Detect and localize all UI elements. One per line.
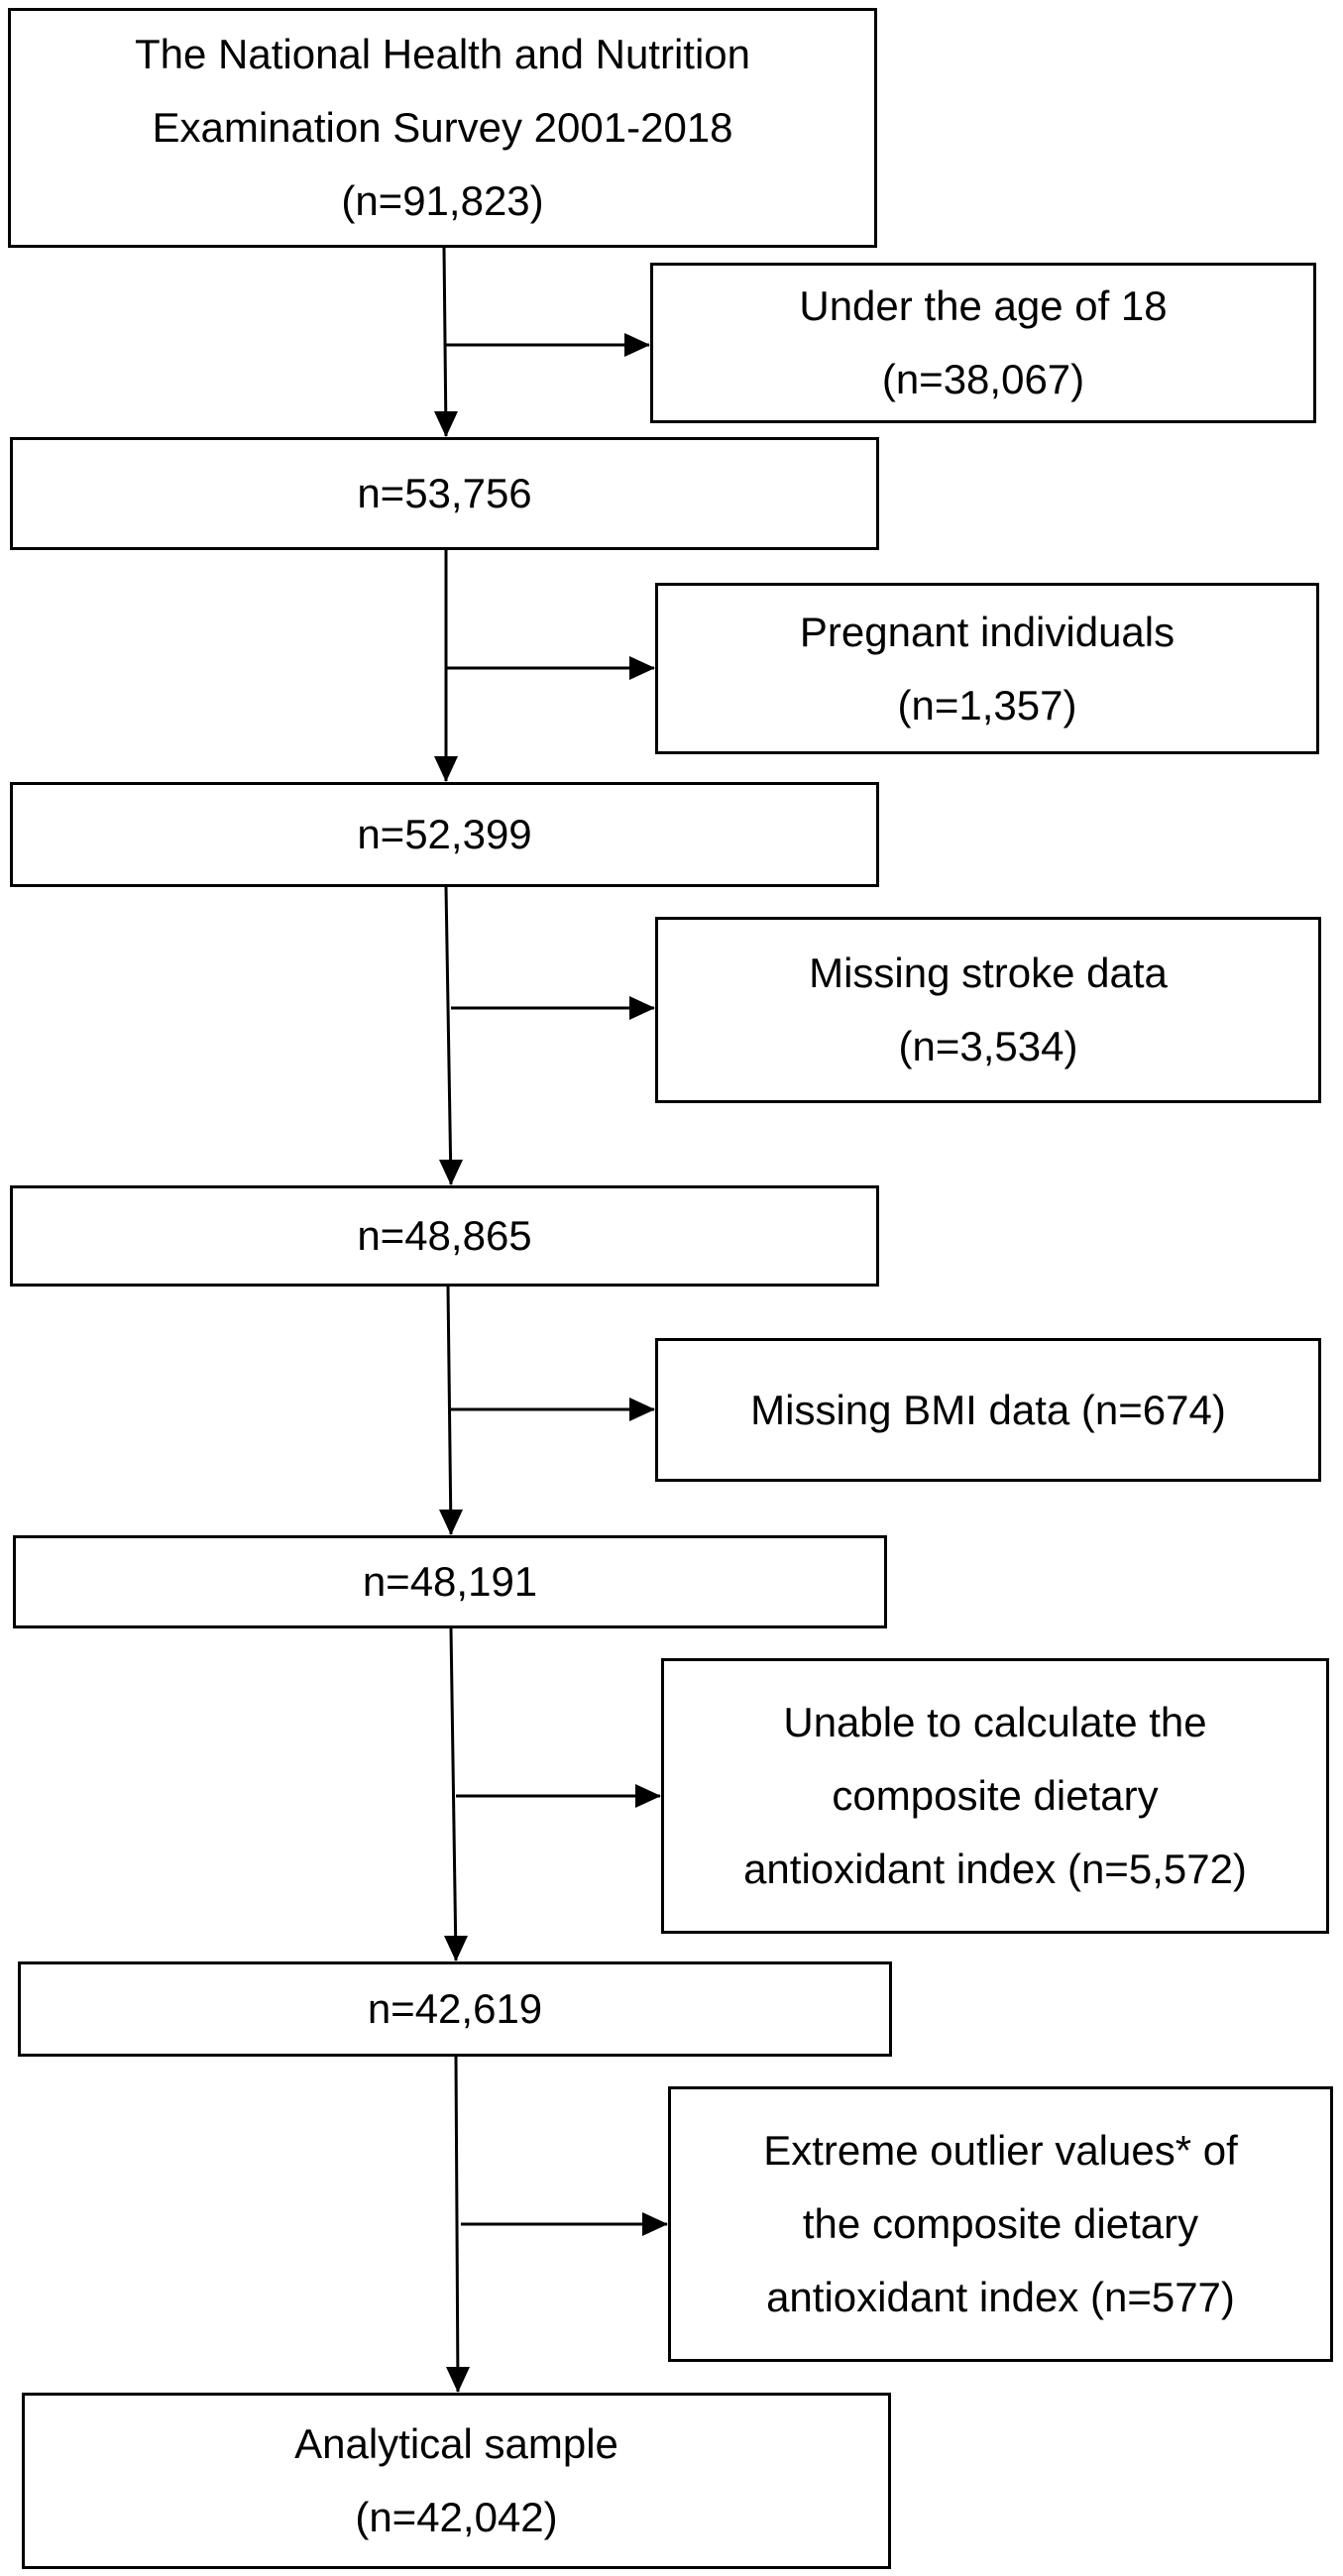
box-text-line: (n=3,534) [898,1023,1078,1069]
arrowhead-down-5 [444,1936,468,1961]
box-text-line: Unable to calculate the [783,1699,1207,1745]
step1-box: n=53,756 [10,437,879,550]
step4-box: n=48,191 [13,1535,887,1628]
arrowhead-down-2 [434,756,458,782]
box-text-line: Pregnant individuals [799,608,1175,655]
exclusion-box-stroke: Missing stroke data (n=3,534) [655,917,1321,1103]
arrowhead-right-age [624,333,650,357]
arrowhead-down-3 [439,1160,463,1185]
arrowhead-right-outlier [642,2212,668,2236]
step2-box: n=52,399 [10,782,879,887]
trunk-arrow-3 [444,886,453,1185]
exclusion-box-age: Under the age of 18 (n=38,067) [650,263,1316,423]
box-text-line: (n=91,823) [341,177,544,224]
arrowhead-right-pregnant [629,656,655,680]
exclusion-box-cdai: Unable to calculate the composite dietar… [661,1658,1329,1934]
trunk-arrow-1 [442,247,448,437]
trunk-arrow-4 [446,1286,453,1535]
exclusion-box-outlier: Extreme outlier values* of the composite… [668,2086,1333,2362]
exclusion-box-pregnant: Pregnant individuals (n=1,357) [655,583,1319,754]
box-text-line: (n=38,067) [881,356,1085,402]
box-text-line: antioxidant index (n=5,572) [743,1846,1247,1892]
trunk-arrow-6 [454,2056,460,2393]
exclusion-box-bmi: Missing BMI data (n=674) [655,1338,1321,1482]
arrowhead-down-6 [446,2367,470,2393]
box-text-line: The National Health and Nutrition [134,31,751,77]
box-text-line: Missing stroke data [809,950,1168,996]
box-text-line: the composite dietary [802,2200,1199,2247]
box-text-line: n=53,756 [357,470,532,516]
analytical-sample-box: Analytical sample (n=42,042) [22,2393,891,2569]
arrowhead-right-bmi [629,1398,655,1421]
box-text-line: n=48,191 [362,1558,538,1605]
arrowhead-down-4 [439,1510,463,1535]
box-text-line: Analytical sample [294,2420,618,2467]
arrowhead-right-cdai [635,1784,661,1808]
box-text-line: Under the age of 18 [799,282,1168,329]
box-text-line: Extreme outlier values* of [763,2127,1238,2174]
box-text-line: Examination Survey 2001-2018 [152,104,733,151]
arrowhead-right-stroke [629,996,655,1020]
trunk-arrow-5 [449,1627,458,1961]
arrowhead-down-1 [434,411,458,437]
source-population-box: The National Health and Nutrition Examin… [8,8,877,248]
step3-box: n=48,865 [10,1185,879,1287]
box-text-line: n=52,399 [357,811,532,857]
box-text-line: antioxidant index (n=577) [766,2274,1235,2320]
step5-box: n=42,619 [18,1961,892,2057]
box-text-line: (n=42,042) [355,2494,558,2540]
box-text-line: composite dietary [832,1772,1159,1819]
box-text-line: n=42,619 [367,1985,543,2032]
box-text-line: Missing BMI data (n=674) [750,1386,1226,1433]
box-text-line: n=48,865 [357,1212,532,1259]
box-text-line: (n=1,357) [897,681,1077,728]
